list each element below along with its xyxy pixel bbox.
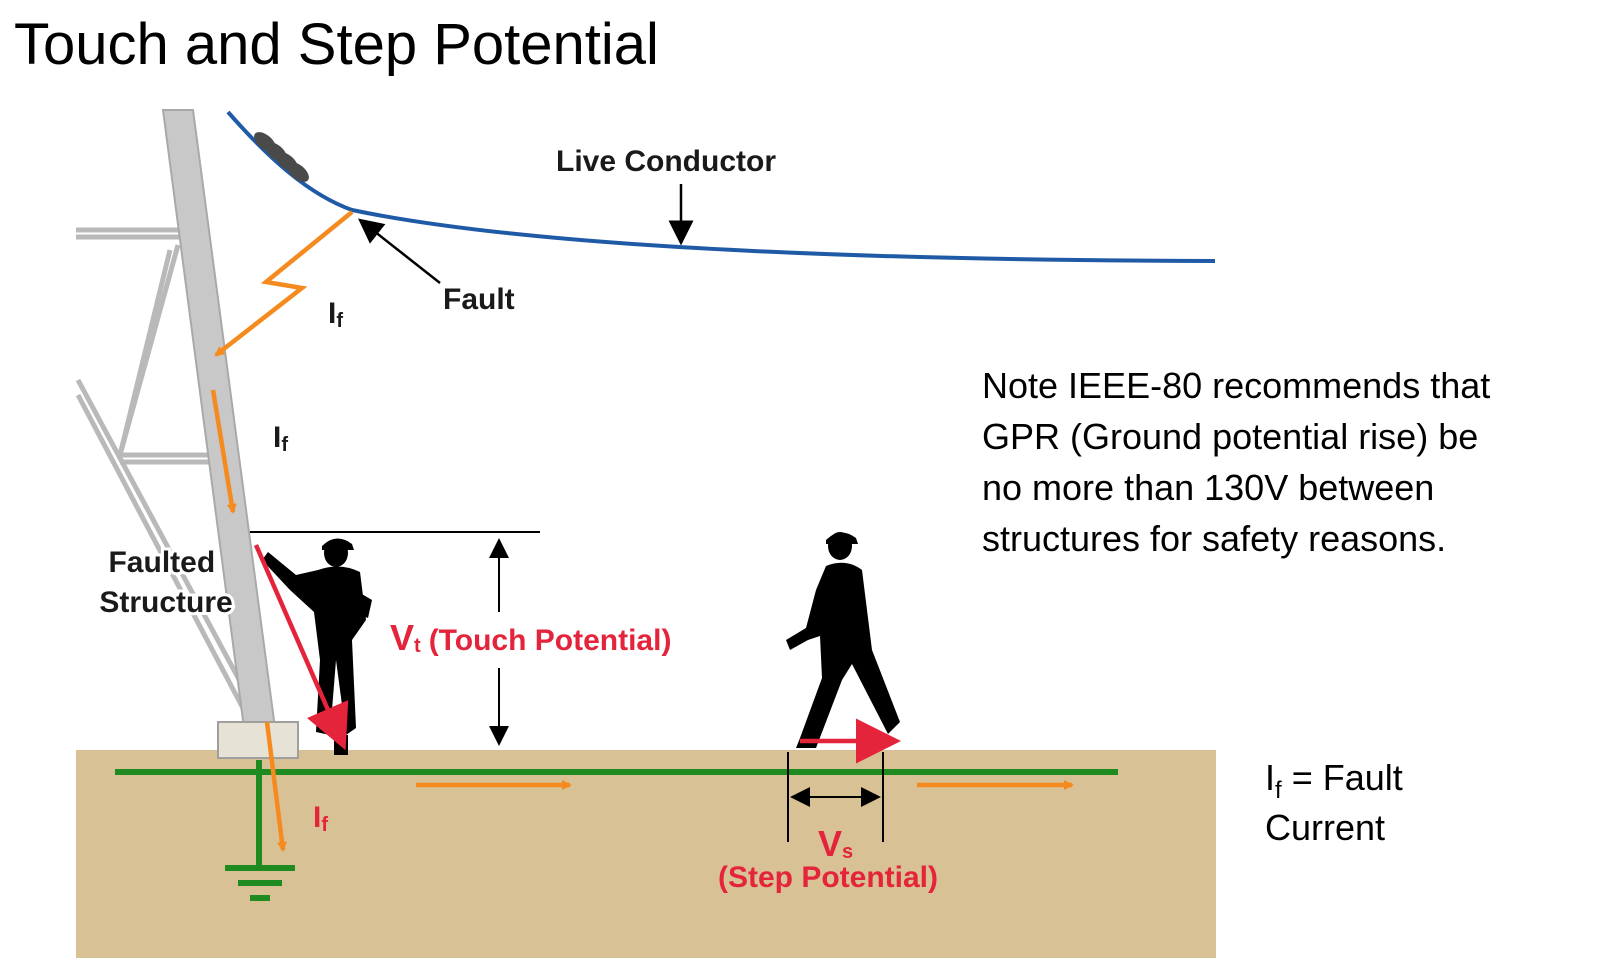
live-conductor-label: Live Conductor bbox=[556, 145, 776, 178]
touch-potential-arrow bbox=[253, 544, 349, 751]
insulator-icon bbox=[254, 132, 309, 182]
earth-ground-icon bbox=[225, 865, 295, 901]
lattice-tower bbox=[75, 227, 253, 714]
pole-current-arrow bbox=[210, 389, 237, 514]
page-title: Touch and Step Potential bbox=[14, 12, 659, 77]
ground-current-down-arrow bbox=[264, 721, 287, 852]
pole-footing bbox=[217, 721, 299, 759]
worker-walking-silhouette bbox=[786, 532, 900, 748]
fault-label: Fault bbox=[443, 283, 515, 316]
touch-potential-label: Vt(Touch Potential) bbox=[390, 617, 671, 658]
fault-pointer bbox=[358, 218, 441, 284]
ieee-note: Note IEEE-80 recommends that GPR (Ground… bbox=[982, 365, 1500, 559]
live-conductor-line bbox=[226, 110, 1216, 263]
svg-text:If: If bbox=[313, 801, 328, 836]
fault-current-label-1: If bbox=[328, 297, 343, 332]
fault-current-label-2: If bbox=[273, 421, 288, 456]
svg-text:If: If bbox=[273, 421, 288, 456]
step-potential-label: (Step Potential) bbox=[718, 861, 938, 894]
fault-current-legend: If = Fault Current bbox=[1265, 757, 1413, 848]
faulted-structure-label: Faulted Structure bbox=[99, 546, 232, 619]
step-potential-symbol: Vs bbox=[818, 823, 853, 864]
step-dimension bbox=[787, 752, 884, 842]
soil-ground bbox=[76, 750, 1216, 958]
fault-current-label-3: If bbox=[313, 801, 328, 836]
svg-text:If: If bbox=[328, 297, 343, 332]
fault-arc-arrow bbox=[214, 210, 354, 357]
